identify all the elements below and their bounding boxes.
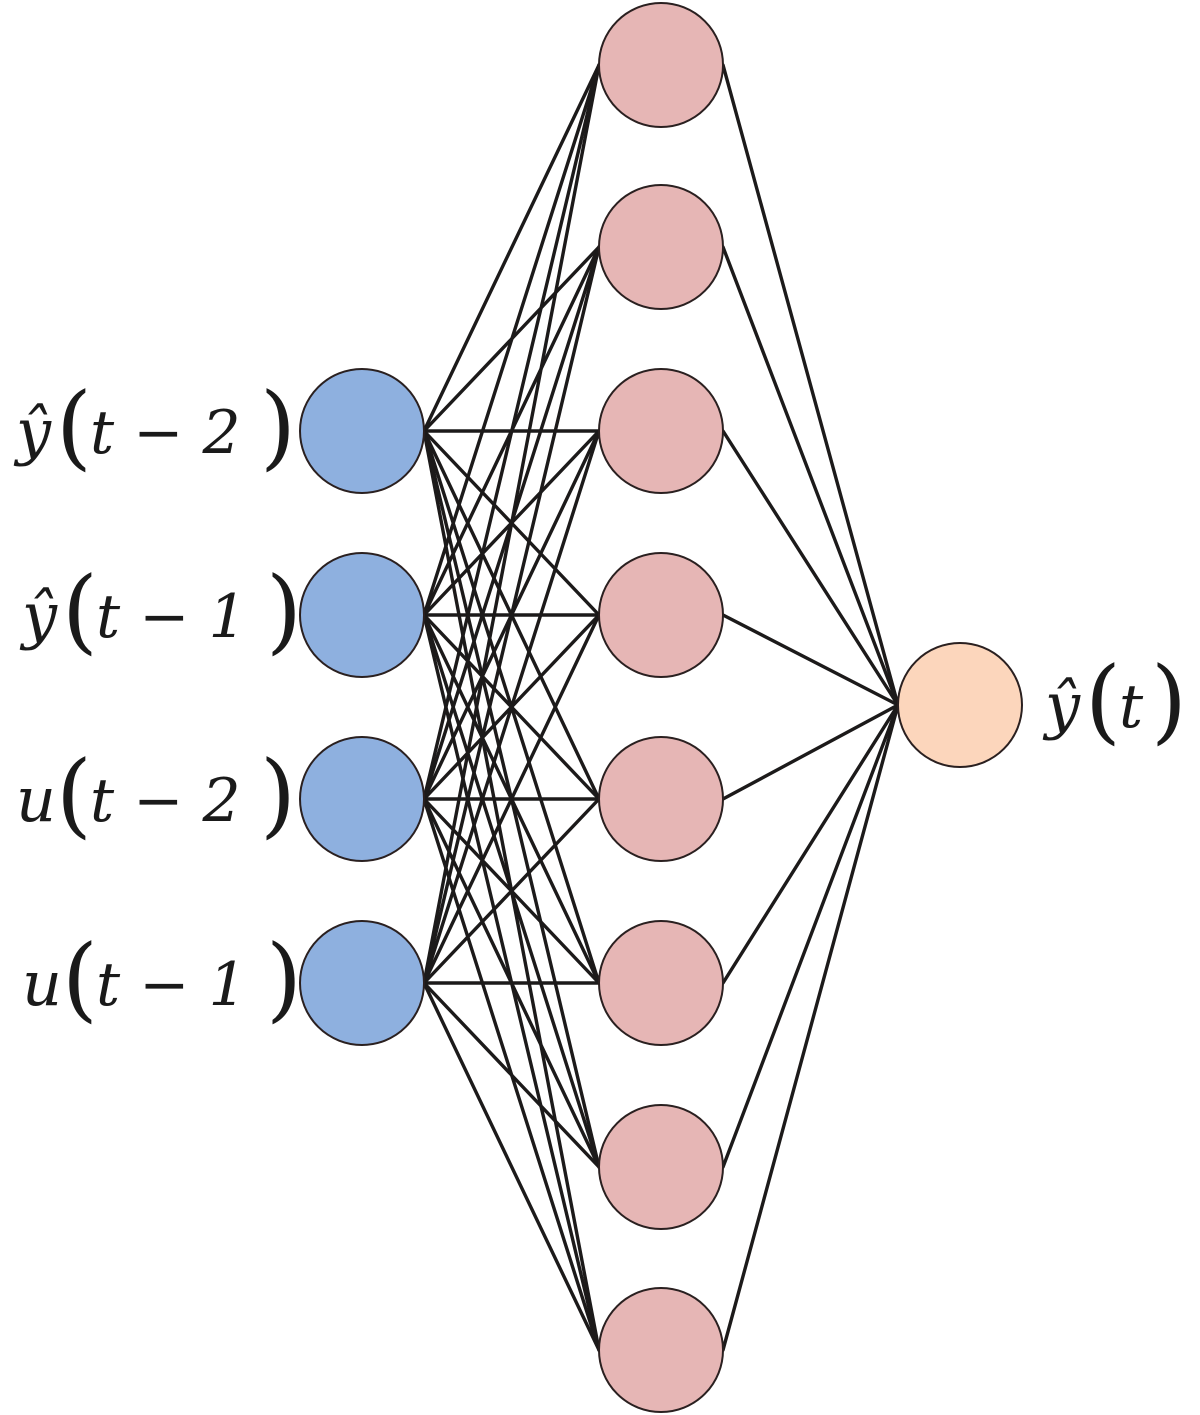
output-label-close-paren: ): [1151, 647, 1187, 754]
input-node-1: [299, 368, 425, 494]
input-node-4: [299, 920, 425, 1046]
input-label-4-close-paren: ): [266, 925, 302, 1032]
edge-hidden-7-output: [721, 703, 900, 1169]
input-label-1-variable: ŷ: [13, 395, 52, 468]
hidden-node-2: [598, 184, 724, 310]
input-label-2-argument: t − 1: [96, 582, 247, 652]
input-label-3-close-paren: ): [260, 741, 296, 848]
input-label-1-close-paren: ): [260, 373, 296, 480]
edge-input-4-hidden-5: [422, 797, 601, 985]
hidden-node-3: [598, 368, 724, 494]
input-label-2-open-paren: (: [62, 557, 98, 664]
input-label-3-variable: u: [16, 763, 56, 836]
hidden-node-8: [598, 1287, 724, 1413]
edge-input-3-hidden-1: [422, 63, 601, 801]
hidden-node-7: [598, 1104, 724, 1230]
output-label-argument: t: [1119, 672, 1144, 742]
input-label-1: ŷ(t − 2): [13, 373, 296, 480]
hidden-node-4: [598, 552, 724, 678]
network-nodes: [299, 2, 1023, 1413]
input-label-2-variable: ŷ: [19, 579, 58, 652]
input-label-1-open-paren: (: [56, 373, 92, 480]
edge-input-4-hidden-2: [422, 245, 601, 985]
hidden-node-5: [598, 736, 724, 862]
input-label-1-argument: t − 2: [90, 398, 241, 468]
hidden-node-1: [598, 2, 724, 128]
input-label-2: ŷ(t − 1): [19, 557, 302, 664]
input-label-3-open-paren: (: [56, 741, 92, 848]
input-label-4-argument: t − 1: [96, 950, 247, 1020]
edge-hidden-5-output: [721, 703, 900, 801]
output-node: [897, 642, 1023, 768]
edge-hidden-6-output: [721, 703, 900, 985]
edge-input-4-hidden-4: [422, 613, 601, 985]
input-node-3: [299, 736, 425, 862]
output-label-variable: ŷ: [1042, 669, 1081, 742]
input-label-4: u(t − 1): [22, 925, 302, 1032]
connection-edges: [422, 63, 900, 1352]
edge-hidden-4-output: [721, 613, 900, 707]
edge-input-1-hidden-1: [422, 63, 601, 433]
input-label-4-variable: u: [22, 947, 62, 1020]
node-labels: ŷ(t − 2)ŷ(t − 1)u(t − 2)u(t − 1)ŷ(t): [13, 373, 1187, 1032]
input-label-2-close-paren: ): [266, 557, 302, 664]
edge-input-4-hidden-1: [422, 63, 601, 985]
edge-input-4-hidden-8: [422, 981, 601, 1352]
output-label-open-paren: (: [1085, 647, 1121, 754]
edge-input-2-hidden-1: [422, 63, 601, 617]
edge-hidden-1-output: [721, 63, 900, 707]
input-label-3: u(t − 2): [16, 741, 296, 848]
input-label-4-open-paren: (: [62, 925, 98, 1032]
edge-hidden-8-output: [721, 703, 900, 1352]
hidden-node-6: [598, 920, 724, 1046]
edge-hidden-3-output: [721, 429, 900, 707]
edge-input-4-hidden-3: [422, 429, 601, 985]
edge-input-4-hidden-7: [422, 981, 601, 1169]
edge-hidden-2-output: [721, 245, 900, 707]
output-label: ŷ(t): [1042, 647, 1187, 754]
input-label-3-argument: t − 2: [90, 766, 241, 836]
input-node-2: [299, 552, 425, 678]
